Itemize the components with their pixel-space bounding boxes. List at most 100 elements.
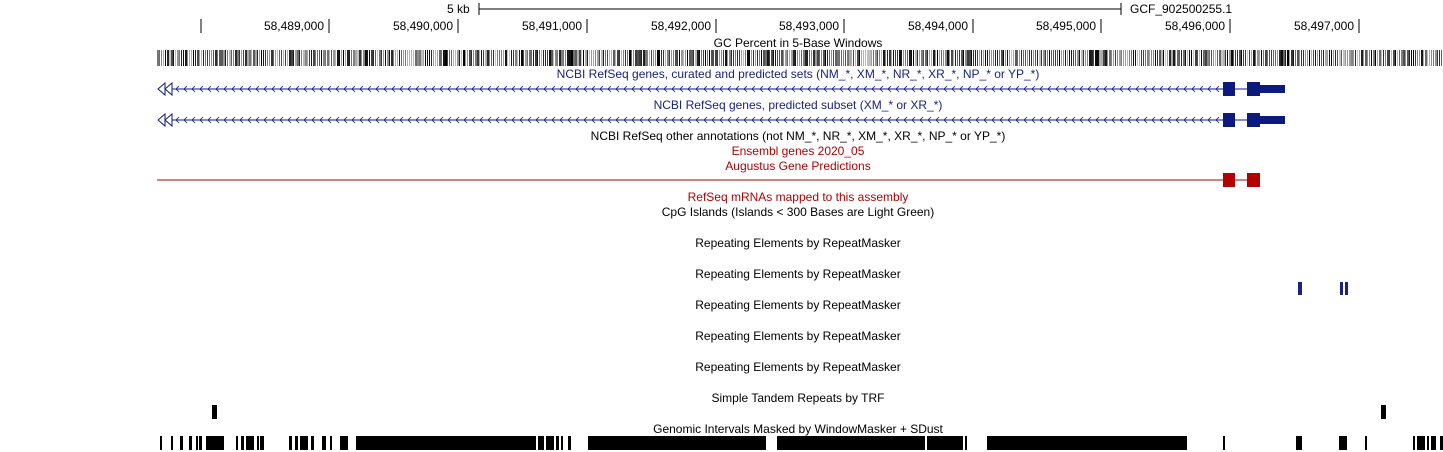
gc-bar: [389, 50, 390, 66]
gc-bar: [839, 50, 840, 66]
gc-bar: [241, 50, 242, 66]
gc-bar: [1321, 50, 1322, 66]
refseq-all-strand-arrow: [919, 85, 924, 93]
gc-bar: [401, 50, 402, 66]
refseq-predicted-strand-arrow: [999, 116, 1004, 124]
gc-bar: [941, 50, 942, 66]
refseq-predicted-strand-arrow: [303, 116, 308, 124]
gc-bar: [1251, 50, 1252, 66]
gc-bar: [1203, 50, 1205, 66]
gc-bar: [207, 50, 208, 66]
gc-bar: [569, 50, 571, 66]
gc-bar: [691, 50, 693, 66]
gc-bar: [1043, 50, 1045, 66]
track-title-repeatmasker-5[interactable]: Repeating Elements by RepeatMasker: [695, 360, 901, 374]
gc-bar: [1273, 50, 1274, 66]
track-title-cpg[interactable]: CpG Islands (Islands < 300 Bases are Lig…: [661, 205, 935, 219]
gc-bar: [779, 50, 780, 66]
gc-bar: [325, 50, 326, 66]
gc-bar: [873, 50, 874, 66]
gc-bar: [913, 50, 914, 66]
gc-bar: [1313, 50, 1314, 66]
refseq-predicted-strand-arrow: [1039, 116, 1044, 124]
track-title-repeatmasker-3[interactable]: Repeating Elements by RepeatMasker: [695, 298, 901, 312]
gc-bar: [833, 50, 834, 66]
refseq-predicted-strand-arrow: [767, 116, 772, 124]
gc-bar: [393, 50, 394, 66]
gc-bar: [705, 50, 706, 66]
windowmasker-interval: [289, 436, 292, 450]
refseq-predicted-strand-arrow: [1015, 116, 1020, 124]
gc-bar: [1119, 50, 1121, 66]
gc-bar: [557, 50, 558, 66]
refseq-predicted-strand-arrow: [1031, 116, 1036, 124]
gc-bar: [339, 50, 340, 66]
gc-bar: [961, 50, 963, 66]
gc-bar: [981, 50, 982, 66]
refseq-all-utr: [1260, 85, 1285, 93]
gc-bar: [231, 50, 232, 66]
windowmasker-interval: [777, 436, 925, 450]
refseq-predicted-strand-arrow: [319, 116, 324, 124]
gc-bar: [541, 50, 542, 66]
track-title-windowmasker[interactable]: Genomic Intervals Masked by WindowMasker…: [653, 422, 943, 436]
refseq-all-strand-arrow: [383, 85, 388, 93]
gc-bar: [1365, 50, 1367, 66]
gc-bar: [443, 50, 445, 66]
track-title-repeatmasker-2[interactable]: Repeating Elements by RepeatMasker: [695, 267, 901, 281]
track-title-refseq-mrna[interactable]: RefSeq mRNAs mapped to this assembly: [687, 190, 909, 204]
refseq-predicted-strand-arrow: [639, 116, 644, 124]
refseq-predicted-strand-arrow: [927, 116, 932, 124]
gc-bar: [1137, 50, 1138, 66]
track-title-refseq-other[interactable]: NCBI RefSeq other annotations (not NM_*,…: [590, 129, 1006, 143]
refseq-all-strand-arrow: [1167, 85, 1172, 93]
gc-bar: [461, 50, 462, 66]
windowmasker-interval: [1431, 436, 1436, 450]
track-title-refseq-all[interactable]: NCBI RefSeq genes, curated and predicted…: [556, 67, 1040, 81]
refseq-predicted-strand-arrow: [279, 116, 284, 124]
refseq-predicted-strand-arrow: [335, 116, 340, 124]
gc-bar: [1057, 50, 1058, 66]
track-title-repeatmasker-1[interactable]: Repeating Elements by RepeatMasker: [695, 236, 901, 250]
refseq-predicted-strand-arrow: [1167, 116, 1172, 124]
refseq-all-strand-arrow: [783, 85, 788, 93]
track-title-repeatmasker-4[interactable]: Repeating Elements by RepeatMasker: [695, 329, 901, 343]
gc-bar: [945, 50, 947, 66]
gc-bar: [1115, 50, 1116, 66]
gc-bar: [173, 50, 174, 66]
track-title-trf[interactable]: Simple Tandem Repeats by TRF: [711, 391, 885, 405]
gc-bar: [983, 50, 984, 66]
gc-bar: [277, 50, 278, 66]
gc-bar: [379, 50, 381, 66]
gc-bar: [939, 50, 940, 66]
gc-bar: [1201, 50, 1202, 66]
gc-bar: [687, 50, 688, 66]
windowmasker-interval: [356, 436, 536, 450]
refseq-all-strand-arrow: [879, 85, 884, 93]
gc-bar: [1215, 50, 1216, 66]
gc-bar: [997, 50, 998, 66]
track-title-refseq-predicted[interactable]: NCBI RefSeq genes, predicted subset (XM_…: [653, 98, 943, 112]
gc-bar: [759, 50, 760, 66]
gc-bar: [769, 50, 770, 66]
track-title-augustus[interactable]: Augustus Gene Predictions: [725, 159, 871, 173]
gc-bar: [649, 50, 650, 66]
windowmasker-interval: [311, 436, 314, 450]
gc-bar: [169, 50, 171, 66]
refseq-predicted-strand-arrow: [719, 116, 724, 124]
gc-bar: [975, 50, 976, 66]
gc-bar: [323, 50, 325, 66]
refseq-predicted-strand-arrow: [1135, 116, 1140, 124]
gc-bar: [669, 50, 670, 66]
refseq-all-strand-arrow: [1159, 85, 1164, 93]
gc-bar: [1317, 50, 1318, 66]
gc-bar: [1097, 50, 1099, 66]
track-title-ensembl[interactable]: Ensembl genes 2020_05: [731, 144, 865, 158]
gc-bar: [707, 50, 708, 66]
gc-bar: [1383, 50, 1384, 66]
refseq-predicted-strand-arrow: [687, 116, 692, 124]
gc-bar: [1277, 50, 1278, 66]
windowmasker-interval: [171, 436, 173, 450]
gc-bar: [1013, 50, 1014, 66]
track-title-gc[interactable]: GC Percent in 5-Base Windows: [713, 36, 883, 50]
